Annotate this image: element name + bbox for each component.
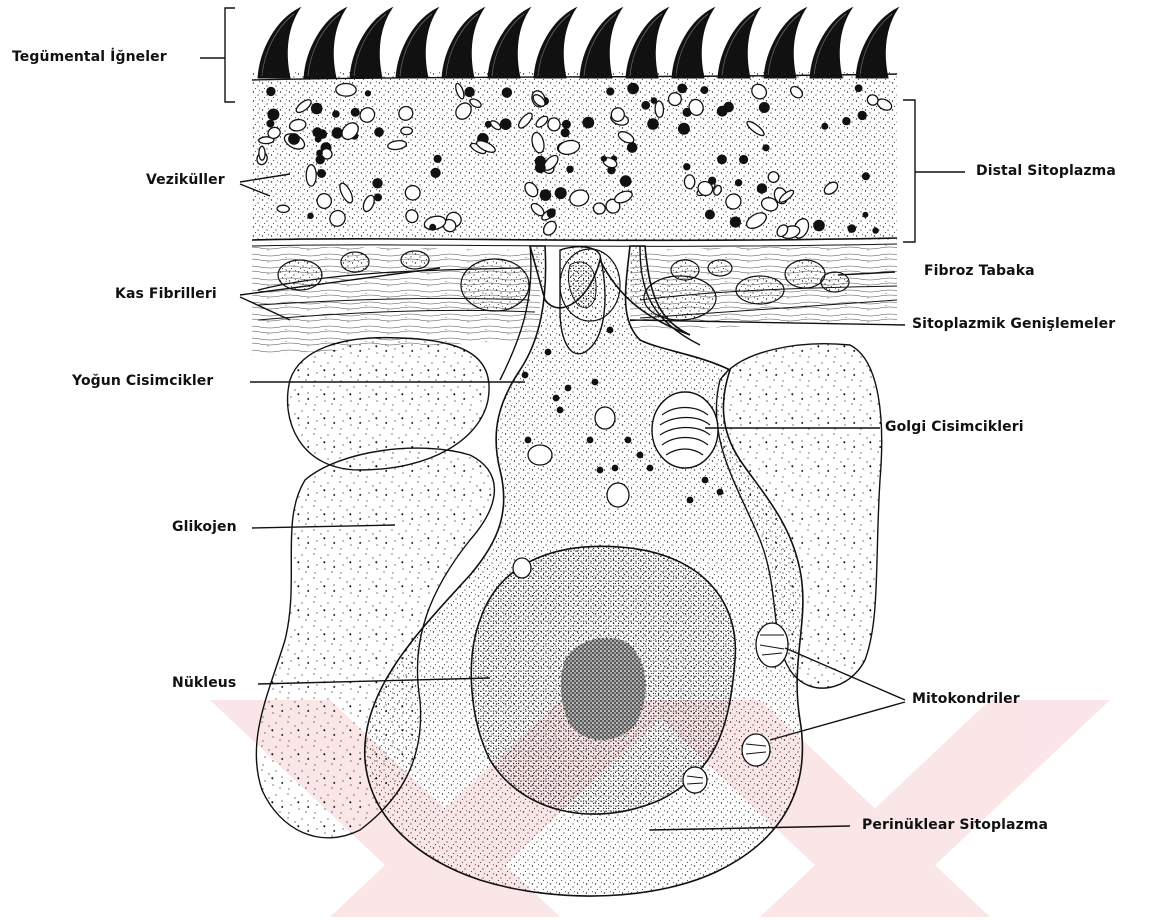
- label-tegumental-spines: Tegümental İğneler: [12, 49, 167, 65]
- label-muscle-fibrils: Kas Fibrilleri: [115, 286, 217, 302]
- label-perinuclear-cytoplasm: Perinüklear Sitoplazma: [862, 817, 1048, 833]
- tegumental-spines: [252, 8, 898, 80]
- golgi-body: [652, 392, 718, 468]
- label-vesicles: Veziküller: [146, 172, 225, 188]
- label-cytoplasmic-expansions: Sitoplazmik Genişlemeler: [912, 316, 1115, 332]
- label-nucleus: Nükleus: [172, 675, 236, 691]
- distal-cytoplasm: [252, 72, 897, 246]
- label-glycogen: Glikojen: [172, 519, 237, 535]
- label-fibrous-layer: Fibroz Tabaka: [924, 263, 1035, 279]
- label-mitochondria: Mitokondriler: [912, 691, 1020, 707]
- label-dense-bodies: Yoğun Cisimcikler: [72, 373, 213, 389]
- nucleolus: [561, 638, 646, 740]
- label-golgi-bodies: Golgi Cisimcikleri: [885, 419, 1024, 435]
- label-distal-cytoplasm: Distal Sitoplazma: [976, 163, 1116, 179]
